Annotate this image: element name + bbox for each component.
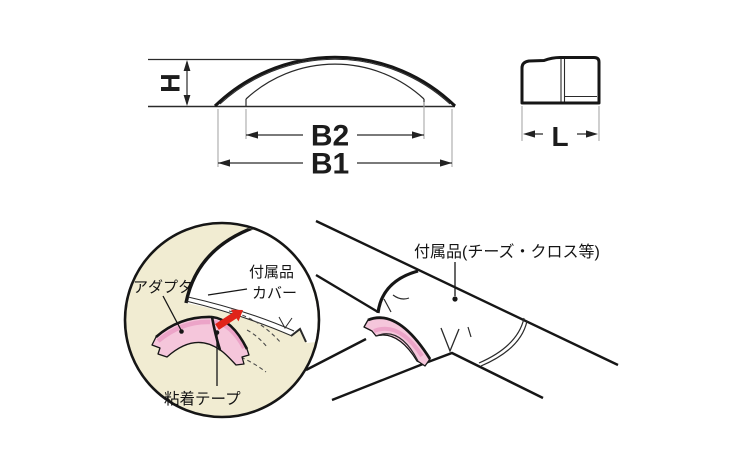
tee-cover-right-arc-outer bbox=[480, 320, 528, 367]
tee-cover-crease-3 bbox=[467, 326, 472, 338]
b1-arrow-right bbox=[440, 159, 452, 167]
tape-label: 粘着テープ bbox=[164, 390, 241, 408]
b1-extension-lines bbox=[217, 109, 453, 167]
tee-cover-crease-2 bbox=[392, 294, 410, 300]
l-extension-lines bbox=[521, 106, 600, 141]
l-arrow-left bbox=[523, 130, 535, 138]
branch-lower-edge bbox=[331, 360, 429, 402]
detail-cover-left-arc bbox=[184, 224, 259, 304]
adapter-outer-arc bbox=[155, 315, 213, 338]
b2-arrow-left bbox=[246, 131, 258, 139]
l-arrow-right bbox=[586, 130, 598, 138]
tee-cover-left-arc bbox=[376, 269, 419, 314]
arch-inner-arc bbox=[245, 63, 425, 100]
b2-arrow-right bbox=[412, 131, 424, 139]
cover-label-line2: カバー bbox=[252, 285, 297, 302]
accessory-leader-dot bbox=[452, 296, 458, 302]
installation-view: 付属品(チーズ・クロス等) bbox=[305, 219, 619, 402]
adapter-leader-line bbox=[162, 295, 182, 331]
detail-cover-crease bbox=[278, 316, 293, 329]
scene-adapter-ring-inner-arc bbox=[375, 333, 419, 362]
end-view-outline bbox=[520, 56, 601, 105]
adapter-leader-dot bbox=[179, 329, 184, 334]
detail-cover-bottom-notch bbox=[290, 327, 307, 343]
duct-top-edge bbox=[315, 219, 619, 367]
h-arrow-up bbox=[183, 60, 191, 71]
b2-extension-lines bbox=[245, 102, 425, 139]
detail-circle-view: アダプタ 付属品 カバー 粘着テープ bbox=[123, 221, 321, 419]
duct-right-lower-edge bbox=[427, 351, 544, 400]
cover-label-line1: 付属品 bbox=[249, 264, 294, 281]
accessory-label: 付属品(チーズ・クロス等) bbox=[414, 243, 600, 261]
h-arrow-down bbox=[183, 95, 191, 106]
hidden-line-1 bbox=[228, 310, 282, 344]
end-view: L bbox=[520, 56, 601, 152]
adapter-edge-band bbox=[156, 319, 211, 343]
b1-dimension-label: B1 bbox=[311, 148, 349, 181]
adapter-label: アダプタ bbox=[133, 279, 193, 296]
arch-foot-steps bbox=[245, 99, 425, 106]
tape-edge-band bbox=[213, 320, 246, 349]
tee-cover-right-arc-inner bbox=[478, 317, 525, 364]
end-view-inner-verticals bbox=[560, 59, 566, 102]
b2-dimension-label: B2 bbox=[311, 120, 349, 153]
red-insert-arrow-icon bbox=[215, 309, 243, 330]
scene-adapter-ring bbox=[363, 317, 431, 367]
b1-arrow-left bbox=[218, 159, 230, 167]
branch-upper-edge bbox=[305, 337, 367, 372]
hidden-line-3 bbox=[246, 329, 268, 348]
arch-outer-arc bbox=[213, 55, 457, 108]
tape-leader-dot bbox=[214, 330, 220, 335]
tee-cover-crease-1 bbox=[383, 298, 392, 313]
hidden-line-2 bbox=[220, 350, 267, 373]
scene-adapter-ring-edge bbox=[373, 326, 424, 358]
tee-cover-crease-v bbox=[440, 327, 460, 353]
arch-outer-inner-line bbox=[219, 58, 451, 105]
cover-leader-line bbox=[207, 288, 248, 296]
l-dimension-label: L bbox=[551, 121, 568, 152]
arch-cross-section-view: H B2 B1 bbox=[148, 55, 457, 181]
scene-adapter-ring-outer-arc bbox=[367, 316, 432, 360]
detail-cover-lip-lower bbox=[185, 300, 293, 337]
h-dimension-label: H bbox=[155, 73, 185, 93]
tape-outer-arc bbox=[211, 315, 249, 350]
duct-left-lower-edge bbox=[315, 273, 379, 314]
